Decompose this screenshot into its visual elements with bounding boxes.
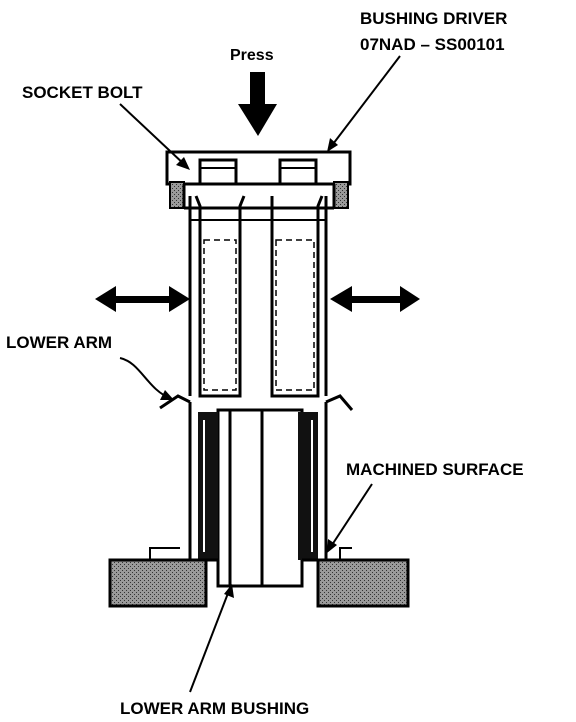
bushing-driver xyxy=(165,150,352,210)
right-double-arrow xyxy=(330,286,420,312)
driver-bodies xyxy=(188,195,328,398)
socket-bolts xyxy=(198,158,318,186)
support-blocks xyxy=(108,547,410,608)
press-label: Press xyxy=(230,47,274,64)
machined-surface-label: MACHINED SURFACE xyxy=(346,460,524,479)
left-double-arrow xyxy=(95,286,190,312)
lower-arm-label: LOWER ARM xyxy=(6,333,112,352)
tool-number-label: 07NAD – SS00101 xyxy=(360,35,505,54)
lower-arm xyxy=(159,394,354,560)
lower-arm-bushing xyxy=(198,408,318,588)
lower-arm-bushing-label: LOWER ARM BUSHING xyxy=(120,699,309,718)
socket-bolt-label: SOCKET BOLT xyxy=(22,83,143,102)
press-arrow xyxy=(238,72,277,136)
leader-lines xyxy=(119,55,401,693)
bushing-driver-label: BUSHING DRIVER xyxy=(360,9,507,28)
